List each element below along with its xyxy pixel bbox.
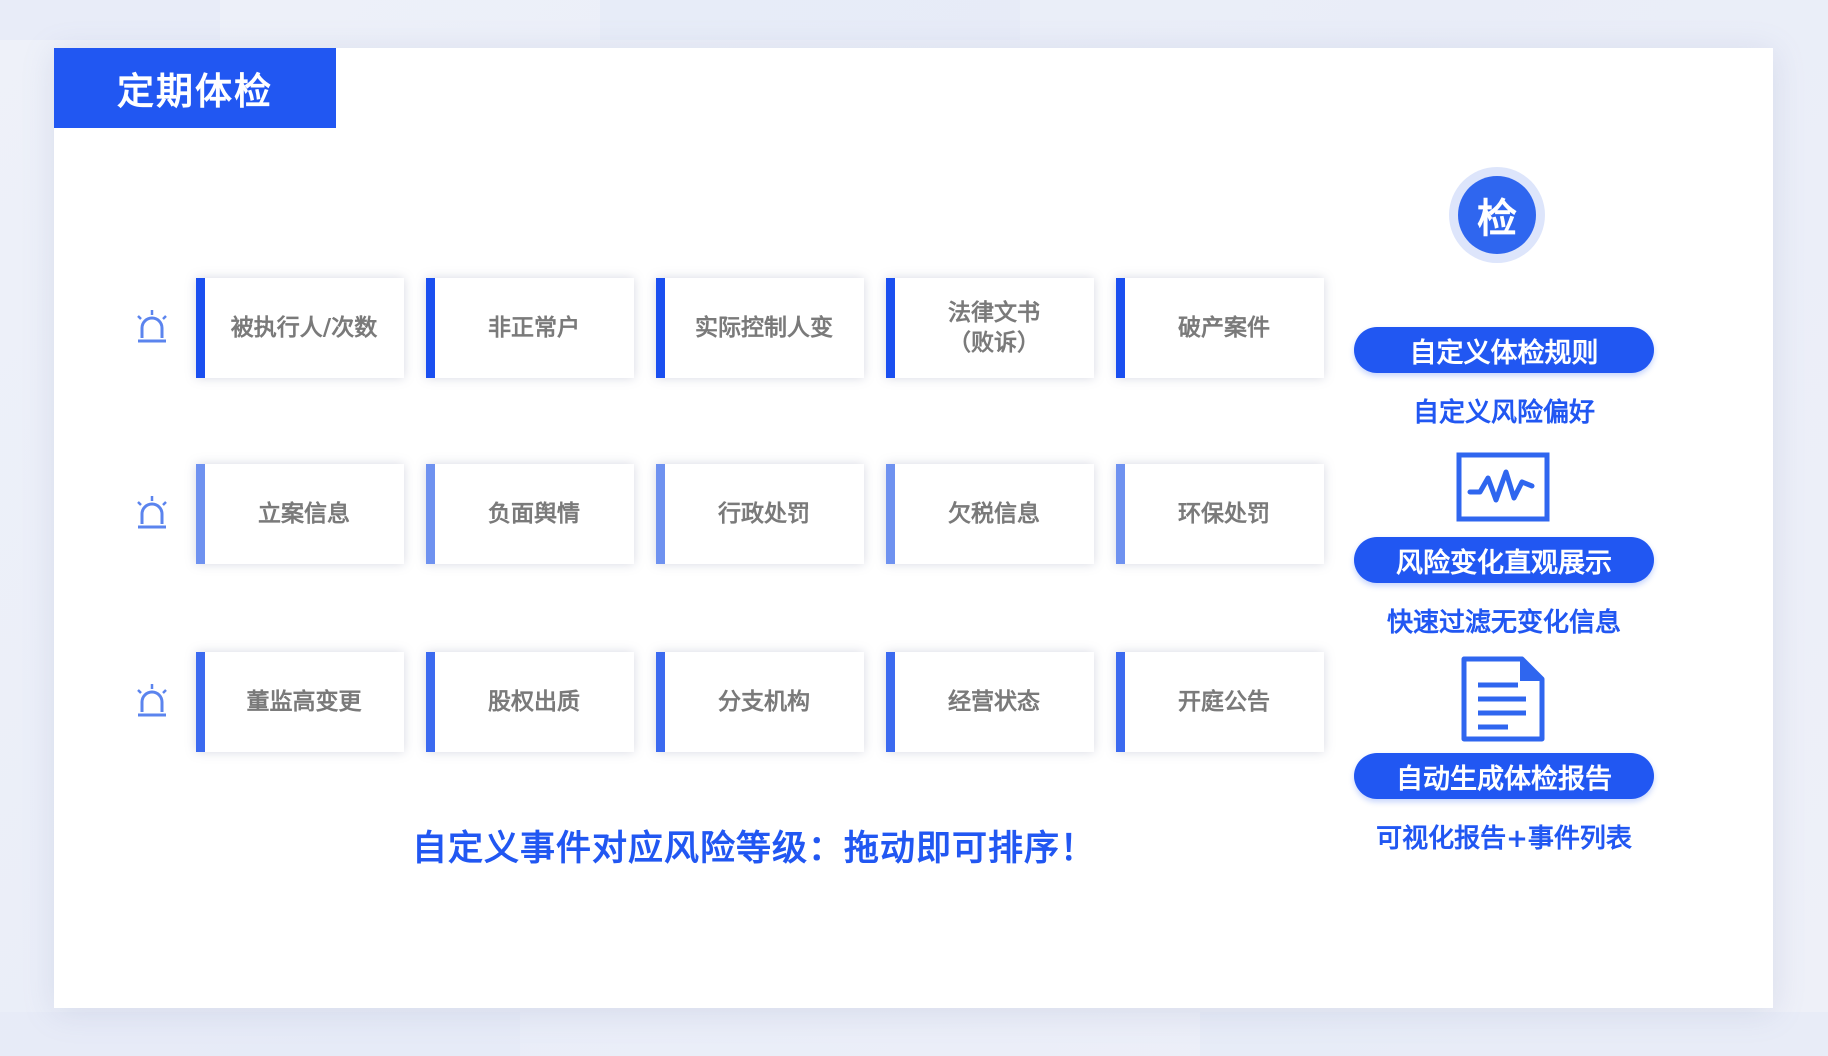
feature-sub: 自定义风险偏好 — [1412, 398, 1595, 428]
event-tile[interactable]: 立案信息 — [196, 464, 404, 564]
feature-pill-auto-report[interactable]: 自动生成体检报告 — [1354, 753, 1654, 799]
event-label: 非正常户 — [488, 315, 580, 341]
alarm-icon — [137, 496, 167, 529]
event-label: 行政处罚 — [718, 501, 810, 527]
event-label: 经营状态 — [948, 689, 1040, 715]
event-label: 开庭公告 — [1178, 689, 1270, 715]
event-row[interactable]: 被执行人/次数 非正常户 实际控制人变 法律文书 （败诉） 破产案件 — [54, 278, 1354, 384]
background-block — [600, 0, 1020, 40]
event-tile[interactable]: 董监高变更 — [196, 652, 404, 752]
event-label: 分支机构 — [718, 689, 810, 715]
event-label: 实际控制人变 — [695, 315, 833, 341]
event-tile[interactable]: 负面舆情 — [426, 464, 634, 564]
event-tile[interactable]: 股权出质 — [426, 652, 634, 752]
event-label: 被执行人/次数 — [230, 315, 378, 341]
feature-pill-risk-change[interactable]: 风险变化直观展示 — [1354, 537, 1654, 583]
feature-sub: 可视化报告+事件列表 — [1376, 824, 1632, 854]
event-label: 立案信息 — [258, 501, 350, 527]
background-block — [0, 1012, 520, 1056]
event-tile[interactable]: 非正常户 — [426, 278, 634, 378]
event-label: 董监高变更 — [246, 689, 362, 715]
event-tile[interactable]: 被执行人/次数 — [196, 278, 404, 378]
bottom-note: 自定义事件对应风险等级：拖动即可排序！ — [411, 829, 1096, 869]
event-row[interactable]: 立案信息 负面舆情 行政处罚 欠税信息 环保处罚 — [54, 464, 1354, 570]
event-label: 环保处罚 — [1178, 501, 1270, 527]
event-label: 法律文书 （败诉） — [948, 300, 1040, 356]
event-tile[interactable]: 行政处罚 — [656, 464, 864, 564]
event-tile[interactable]: 实际控制人变 — [656, 278, 864, 378]
badge-char: 检 — [1458, 176, 1536, 254]
event-label: 负面舆情 — [488, 501, 580, 527]
feature-pill-custom-rules[interactable]: 自定义体检规则 — [1354, 327, 1654, 373]
alarm-icon — [137, 310, 167, 343]
report-document-icon — [1461, 656, 1545, 742]
event-row[interactable]: 董监高变更 股权出质 分支机构 经营状态 开庭公告 — [54, 652, 1354, 758]
event-tile[interactable]: 环保处罚 — [1116, 464, 1324, 564]
event-tile[interactable]: 欠税信息 — [886, 464, 1094, 564]
event-tile[interactable]: 分支机构 — [656, 652, 864, 752]
event-tile[interactable]: 经营状态 — [886, 652, 1094, 752]
event-tile[interactable]: 法律文书 （败诉） — [886, 278, 1094, 378]
page-title: 定期体检 — [54, 48, 336, 128]
background-block — [1200, 1012, 1828, 1056]
background-block — [0, 0, 220, 40]
feature-sub: 快速过滤无变化信息 — [1386, 608, 1621, 638]
event-label: 欠税信息 — [948, 501, 1040, 527]
event-tile[interactable]: 破产案件 — [1116, 278, 1324, 378]
event-tile[interactable]: 开庭公告 — [1116, 652, 1324, 752]
event-label: 股权出质 — [488, 689, 580, 715]
event-label: 破产案件 — [1178, 315, 1270, 341]
pulse-chart-icon — [1456, 452, 1550, 522]
alarm-icon — [137, 684, 167, 717]
check-badge-icon: 检 — [1449, 167, 1545, 263]
